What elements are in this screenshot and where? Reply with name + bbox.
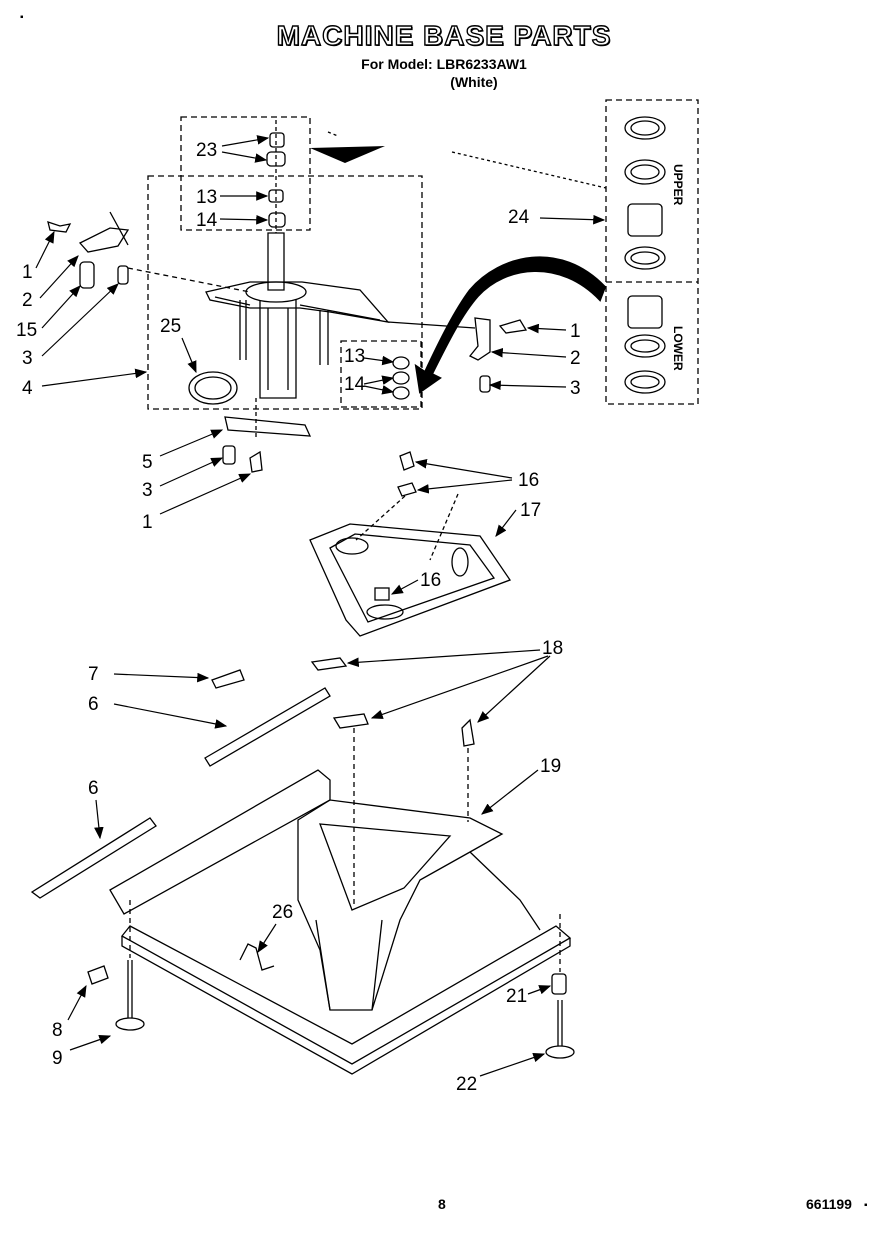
callout-17: 17 — [520, 500, 541, 521]
callout-1-lower: 1 — [142, 512, 153, 533]
callout-5: 5 — [142, 452, 153, 473]
callout-16: 16 — [518, 470, 539, 491]
corner-mark: ▪ — [20, 12, 24, 23]
upper-label: UPPER — [671, 164, 685, 206]
page-number: 8 — [438, 1196, 446, 1212]
callout-6-lower: 6 — [88, 778, 99, 799]
callout-25: 25 — [160, 316, 181, 337]
callout-19: 19 — [540, 756, 561, 777]
callout-24: 24 — [508, 207, 530, 228]
callout-18: 18 — [542, 638, 563, 659]
inset-upper-lower — [451, 99, 699, 405]
callout-2-right: 2 — [570, 348, 581, 369]
frame-17-group — [309, 451, 512, 637]
callout-14-right: 14 — [344, 374, 366, 395]
callout-15: 15 — [16, 320, 37, 341]
callout-1-right: 1 — [570, 321, 581, 342]
callout-13: 13 — [196, 187, 217, 208]
transmission-assembly-group — [47, 116, 528, 473]
callout-6: 6 — [88, 694, 99, 715]
callout-8: 8 — [52, 1020, 63, 1041]
callout-23: 23 — [196, 140, 217, 161]
callout-7: 7 — [88, 664, 99, 685]
callout-numbers: 23 13 14 1 2 15 3 4 25 13 14 24 1 2 3 5 … — [16, 140, 581, 1095]
callout-14: 14 — [196, 210, 218, 231]
color-line: (White) — [450, 74, 498, 90]
callout-3: 3 — [22, 348, 33, 369]
page-title: MACHINE BASE PARTS — [276, 19, 612, 51]
callout-4: 4 — [22, 378, 33, 399]
callout-26: 26 — [272, 902, 293, 923]
base-frame-group — [30, 657, 575, 1075]
callout-22: 22 — [456, 1074, 477, 1095]
callout-13-right: 13 — [344, 346, 365, 367]
pointer-arrow — [414, 256, 607, 394]
callout-1: 1 — [22, 262, 33, 283]
callout-3-right: 3 — [570, 378, 581, 399]
callout-9: 9 — [52, 1048, 63, 1069]
callout-16-lower: 16 — [420, 570, 441, 591]
callout-21: 21 — [506, 986, 527, 1007]
callout-2: 2 — [22, 290, 33, 311]
leader-lines — [35, 135, 606, 1077]
corner-mark-bottom: ▪ — [864, 1200, 868, 1211]
document-code: 661199 — [806, 1196, 852, 1212]
lower-label: LOWER — [671, 326, 685, 371]
model-line: For Model: LBR6233AW1 — [361, 56, 527, 72]
callout-3-lower: 3 — [142, 480, 153, 501]
